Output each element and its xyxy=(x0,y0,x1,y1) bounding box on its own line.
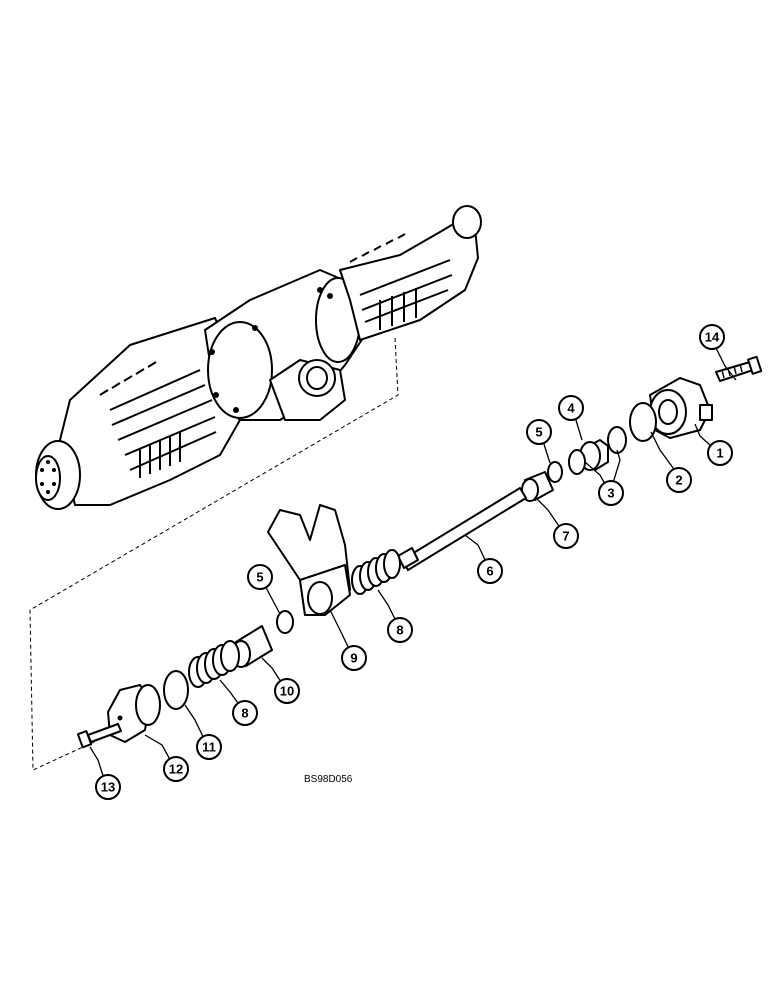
part-shift-shaft-6 xyxy=(397,487,527,571)
svg-text:4: 4 xyxy=(567,401,575,416)
callout-14: 14 xyxy=(699,324,725,350)
svg-text:6: 6 xyxy=(486,564,493,579)
callout-13: 13 xyxy=(95,774,121,800)
svg-text:14: 14 xyxy=(705,330,720,345)
reference-dashed-line xyxy=(29,337,399,771)
callout-2: 2 xyxy=(666,467,692,493)
svg-text:9: 9 xyxy=(350,651,357,666)
svg-text:8: 8 xyxy=(241,706,248,721)
callout-1: 1 xyxy=(707,440,733,466)
callout-7: 7 xyxy=(553,523,579,549)
part-snap-ring-5-upper xyxy=(547,461,563,483)
callout-10: 10 xyxy=(274,678,300,704)
svg-text:11: 11 xyxy=(202,740,216,755)
callout-8-left: 8 xyxy=(232,700,258,726)
callout-11: 11 xyxy=(196,734,222,760)
svg-text:1: 1 xyxy=(716,446,723,461)
drawing-code: BS98D056 xyxy=(304,774,353,785)
callout-12: 12 xyxy=(163,756,189,782)
svg-text:10: 10 xyxy=(280,684,294,699)
callout-5-lower: 5 xyxy=(247,564,273,590)
svg-text:7: 7 xyxy=(562,529,569,544)
svg-text:2: 2 xyxy=(675,473,682,488)
callout-9: 9 xyxy=(341,645,367,671)
callout-3: 3 xyxy=(598,480,624,506)
callout-4: 4 xyxy=(558,395,584,421)
part-o-ring-2 xyxy=(629,402,657,442)
part-o-ring-3-left xyxy=(568,449,586,475)
part-bolt-14 xyxy=(715,355,763,382)
part-spring-8-right xyxy=(351,549,401,595)
callout-5-upper: 5 xyxy=(526,419,552,445)
part-snap-ring-5-lower xyxy=(276,610,294,634)
svg-text:3: 3 xyxy=(607,486,614,501)
part-bolt-13 xyxy=(76,723,122,749)
part-o-ring-3-right xyxy=(607,426,627,454)
part-shift-fork-9 xyxy=(267,504,351,616)
svg-text:8: 8 xyxy=(396,623,403,638)
svg-text:13: 13 xyxy=(101,780,115,795)
part-cover-12 xyxy=(107,684,161,743)
svg-text:5: 5 xyxy=(535,425,542,440)
axle-housing xyxy=(35,205,482,510)
callout-6: 6 xyxy=(477,558,503,584)
svg-text:12: 12 xyxy=(169,762,183,777)
callout-8-right: 8 xyxy=(387,617,413,643)
svg-text:5: 5 xyxy=(256,570,263,585)
part-spring-8-left xyxy=(188,640,240,688)
part-cover-1 xyxy=(649,377,713,439)
part-bushing-7 xyxy=(521,471,554,502)
part-o-ring-11 xyxy=(163,670,189,710)
